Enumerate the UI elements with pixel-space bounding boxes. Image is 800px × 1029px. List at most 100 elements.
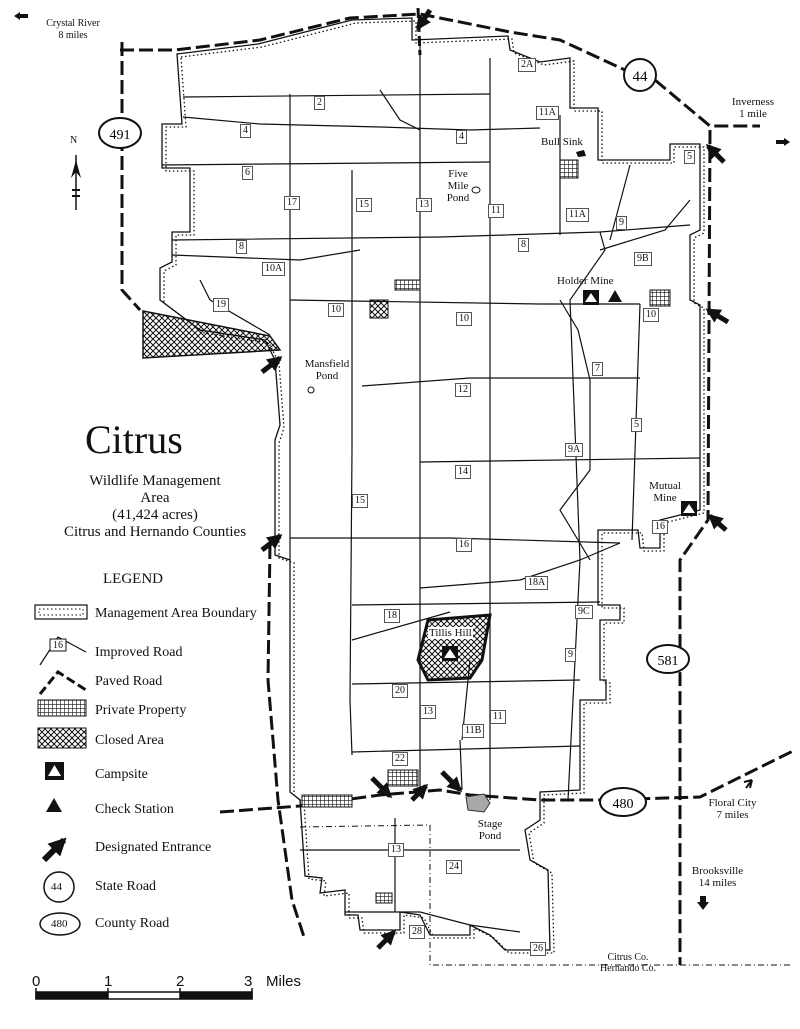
- road-number-label: 5: [684, 150, 695, 164]
- paved-road-north: [120, 12, 626, 72]
- entrance-mansfield: [260, 356, 283, 374]
- stage-pond: [465, 793, 491, 813]
- road-number-label: 8: [518, 238, 529, 252]
- entrance-se: [707, 514, 728, 532]
- county-road-480-shield: 480: [599, 787, 647, 817]
- legend-state-road: State Road: [95, 879, 157, 894]
- road-number-label: 12: [455, 383, 471, 397]
- road-number-label: 2A: [518, 58, 537, 72]
- road-number-label: 9A: [565, 443, 584, 457]
- legend-closed-area: Closed Area: [95, 733, 164, 748]
- road-number-label: 11A: [536, 106, 559, 120]
- scale-tick-0: 0: [32, 973, 41, 990]
- entrance-south-3: [440, 770, 463, 793]
- road-number-label: 8: [236, 240, 247, 254]
- road-number-label: 15: [352, 494, 368, 508]
- entrance-ne: [705, 143, 726, 164]
- entrance-north: [415, 8, 433, 31]
- road-number-label: 7: [592, 362, 603, 376]
- bull-sink-label: Bull Sink: [541, 136, 583, 148]
- legend-county-road-number: 480: [51, 918, 68, 930]
- check-station-holder-mine: [608, 290, 622, 302]
- private-property-sw: [301, 794, 353, 808]
- svg-text:491: 491: [110, 128, 131, 143]
- north-label: N: [70, 135, 78, 146]
- county-road-581-shield: 581: [646, 644, 690, 674]
- legend-state-road-number: 44: [51, 881, 62, 893]
- improved-roads: [161, 40, 701, 933]
- road-number-label: 11: [488, 204, 504, 218]
- private-properties: [301, 159, 671, 904]
- private-property-south: [387, 769, 419, 787]
- tillis-hill-label: Tillis Hill: [428, 627, 473, 639]
- private-property-28: [375, 892, 393, 904]
- legend-boundary: Management Area Boundary: [95, 606, 257, 621]
- five-mile-pond: [471, 186, 481, 194]
- subtitle-line-3: (41,424 acres): [112, 507, 198, 523]
- road-number-label: 10: [643, 308, 659, 322]
- legend-entrance: Designated Entrance: [95, 840, 212, 855]
- road-number-label: 14: [455, 465, 471, 479]
- road-number-label: 19: [213, 298, 229, 312]
- scale-unit: Miles: [266, 973, 302, 990]
- road-number-label: 9: [616, 216, 627, 230]
- brooksville-arrow-icon: [697, 896, 709, 910]
- campsite-mutual-mine: [681, 501, 697, 516]
- svg-text:581: 581: [658, 654, 679, 669]
- road-number-label: 17: [284, 196, 300, 210]
- road-number-label: 4: [240, 124, 251, 138]
- road-number-label: 11: [490, 710, 506, 724]
- legend-improved-road: Improved Road: [95, 645, 183, 660]
- county-line: [299, 824, 790, 966]
- road-number-label: 9B: [634, 252, 652, 266]
- road-number-label: 5: [631, 418, 642, 432]
- road-number-label: 9: [565, 648, 576, 662]
- legend-check-station: Check Station: [95, 802, 174, 817]
- bull-sink: [576, 150, 586, 157]
- road-number-label: 15: [356, 198, 372, 212]
- subtitle-line-1: Wildlife Management: [89, 473, 221, 489]
- road-number-label: 13: [420, 705, 436, 719]
- state-road-44-shield: 44: [623, 58, 657, 92]
- road-number-label: 6: [242, 166, 253, 180]
- designated-entrances: [260, 8, 730, 950]
- floral-city-arrow-icon: [743, 779, 753, 789]
- road-number-label: 16: [652, 520, 668, 534]
- campsite-tillis-hill: [442, 646, 458, 661]
- road-number-label: 11B: [462, 724, 485, 738]
- paved-road-44: [654, 78, 760, 128]
- road-number-label: 28: [409, 925, 425, 939]
- private-property-holder: [649, 289, 671, 307]
- map-title: Citrus: [85, 417, 183, 462]
- holder-mine-label: Holder Mine: [557, 275, 614, 287]
- subtitle-line-4: Citrus and Hernando Counties: [63, 524, 247, 540]
- road-number-label: 18A: [525, 576, 549, 590]
- map-subtitle: Wildlife Management Area (41,424 acres) …: [60, 473, 250, 541]
- road-number-label: 22: [392, 752, 408, 766]
- campsite-holder-mine: [583, 290, 599, 305]
- legend-symbols: [34, 604, 88, 936]
- road-number-label: 26: [530, 942, 546, 956]
- road-number-label: 24: [446, 860, 462, 874]
- legend-title: LEGEND: [103, 571, 163, 587]
- road-number-label: 10A: [262, 262, 286, 276]
- scale-tick-3: 3: [244, 973, 253, 990]
- paved-road-491: [120, 42, 142, 312]
- north-arrow-icon: [71, 155, 81, 210]
- legend-improved-road-number: 16: [53, 640, 63, 651]
- county-road-491-shield: 491: [98, 117, 142, 149]
- road-number-label: 13: [416, 198, 432, 212]
- road-number-label: 16: [456, 538, 472, 552]
- county-line-label: Citrus Co.Hernando Co.: [599, 952, 657, 974]
- road-number-label: 10: [328, 303, 344, 317]
- mansfield-pond: [307, 386, 315, 394]
- road-number-label: 13: [388, 843, 404, 857]
- road-number-label: 9C: [575, 605, 593, 619]
